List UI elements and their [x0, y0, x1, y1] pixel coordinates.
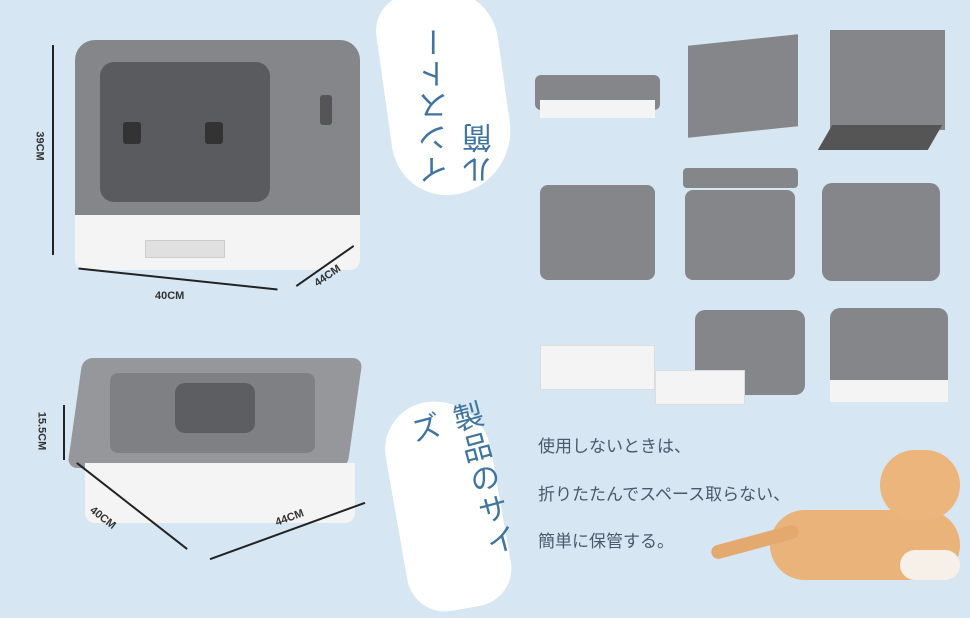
description-line-3: 簡単に保管する。 [538, 532, 674, 552]
litter-box-folded [67, 358, 363, 528]
description-line-1: 使用しないときは、 [538, 437, 691, 457]
step-5-thumbnail [685, 190, 795, 280]
step-2-thumbnail [688, 34, 798, 138]
height-line [52, 45, 54, 255]
step-9-thumbnail [830, 308, 948, 390]
step-3-thumbnail [830, 30, 945, 130]
cat-photo [709, 440, 970, 600]
description-line-2: 折りたたんでスペース取らない、 [538, 485, 791, 505]
folded-height-label: 15.5CM [35, 411, 48, 451]
step-7-thumbnail [540, 345, 655, 390]
litter-box-assembled [75, 40, 360, 270]
step-4-thumbnail [540, 185, 655, 280]
box-width-label: 40CM [155, 290, 185, 302]
install-headline: インストール簡 [419, 25, 498, 185]
step-6-thumbnail [822, 183, 940, 281]
box-height-label: 39CM [33, 131, 46, 161]
